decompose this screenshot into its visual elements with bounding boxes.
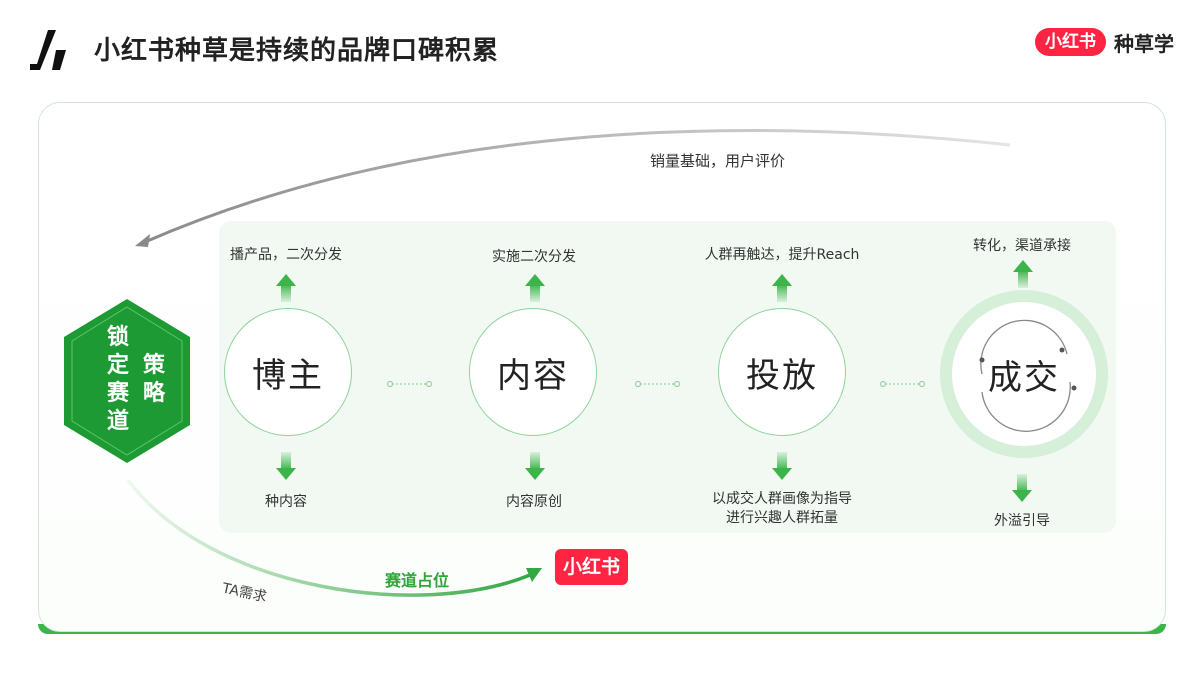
down-arrow-icon	[276, 452, 296, 480]
stage-circle-content: 内容	[469, 308, 597, 436]
stage-up-label: 播产品，二次分发	[230, 247, 342, 263]
hex-char: 策	[142, 353, 165, 378]
up-arrow-icon	[1013, 260, 1033, 288]
down-arrow-icon	[1012, 474, 1032, 502]
page-title: 小红书种草是持续的品牌口碑积累	[94, 36, 500, 66]
feedback-arrow-path	[144, 129, 1011, 244]
stage-down-label: 内容原创	[506, 494, 562, 510]
stage-up-label: 实施二次分发	[492, 249, 576, 265]
stage-name: 投放	[746, 355, 818, 396]
brand-logo: 小红书 种草学	[1035, 26, 1174, 58]
feedback-label: 销量基础，用户评价	[650, 152, 786, 170]
stage-circle-deal: 成交	[940, 290, 1108, 458]
stage-down-label-line1: 以成交人群画像为指导	[712, 491, 852, 507]
track-position-label: 赛道占位	[385, 571, 450, 590]
stage-circle-blogger: 博主	[224, 308, 352, 436]
stage-name: 内容	[497, 355, 569, 396]
up-arrow-icon	[525, 274, 545, 302]
hex-char: 道	[106, 409, 129, 434]
stage-down-label-line2: 进行兴趣人群拓量	[726, 510, 838, 526]
stage-circle-inner: 成交	[952, 302, 1096, 446]
hex-char: 定	[106, 353, 129, 378]
up-arrow-icon	[772, 274, 792, 302]
xiaohongshu-badge: 小红书	[1035, 28, 1106, 56]
hex-char: 略	[142, 381, 165, 406]
connector-dotted	[386, 380, 926, 388]
hex-char: 赛	[106, 381, 129, 406]
feedback-arrow-head	[135, 234, 150, 247]
track-arrow-path	[126, 478, 531, 597]
strategy-hexagon: 锁 定 赛 道 策 略	[62, 297, 192, 465]
brand-slash-logo	[30, 30, 66, 70]
up-arrow-icon	[276, 274, 296, 302]
xiaohongshu-logo: 小红书	[555, 549, 629, 585]
stage-up-label: 人群再触达，提升Reach	[704, 247, 860, 263]
track-arrow-head	[526, 568, 542, 582]
stage-down-label: 种内容	[265, 494, 307, 510]
hex-char: 锁	[106, 325, 129, 350]
stage-circle-ads: 投放	[718, 308, 846, 436]
stage-name: 成交	[988, 357, 1060, 398]
orbit-lines	[979, 319, 1077, 432]
stage-name: 博主	[252, 355, 324, 396]
brand-name: 种草学	[1114, 31, 1174, 56]
stage-up-label: 转化，渠道承接	[973, 238, 1071, 254]
down-arrow-icon	[525, 452, 545, 480]
stage-down-label: 外溢引导	[994, 513, 1050, 529]
down-arrow-icon	[772, 452, 792, 480]
